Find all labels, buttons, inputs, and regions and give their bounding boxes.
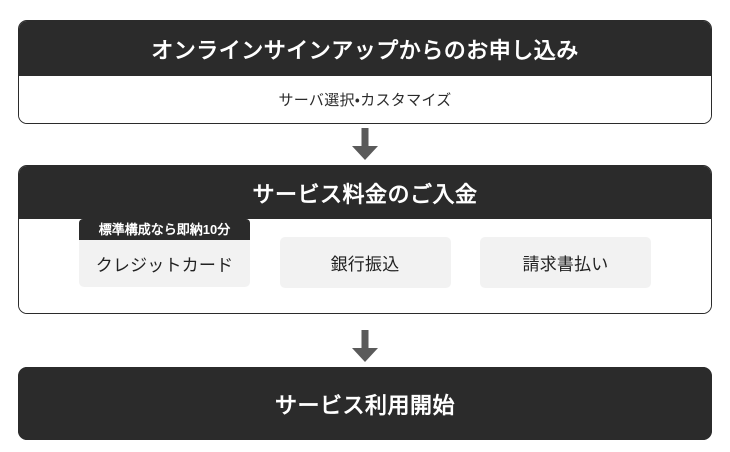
connector-arrow-payment-to-start bbox=[0, 330, 730, 364]
payment-option-label: クレジットカード bbox=[79, 240, 250, 287]
step-signup-title: オンラインサインアップからのお申し込み bbox=[19, 21, 711, 76]
step-signup-body: サーバ選択・カスタマイズ bbox=[19, 76, 711, 123]
arrow-down-icon bbox=[352, 128, 378, 160]
connector-arrow-signup-to-payment bbox=[0, 128, 730, 162]
step-payment-body: 標準構成なら即納10分 クレジットカード 銀行振込 請求書払い bbox=[19, 219, 711, 313]
arrow-down-icon bbox=[352, 330, 378, 362]
step-card-start: サービス利用開始 bbox=[18, 367, 712, 440]
payment-option-invoice[interactable]: 請求書払い bbox=[480, 219, 651, 288]
step-card-payment: サービス料金のご入金 標準構成なら即納10分 クレジットカード 銀行振込 請求書… bbox=[18, 165, 712, 314]
step-start-title: サービス利用開始 bbox=[18, 367, 712, 440]
payment-options-row: 標準構成なら即納10分 クレジットカード 銀行振込 請求書払い bbox=[19, 219, 711, 288]
step-card-signup: オンラインサインアップからのお申し込み サーバ選択・カスタマイズ bbox=[18, 20, 712, 124]
step-payment-title: サービス料金のご入金 bbox=[19, 166, 711, 219]
payment-option-credit-card[interactable]: 標準構成なら即納10分 クレジットカード bbox=[79, 219, 250, 287]
payment-option-label: 請求書払い bbox=[480, 237, 651, 288]
step-signup-subtitle: サーバ選択・カスタマイズ bbox=[278, 92, 452, 109]
payment-option-badge: 標準構成なら即納10分 bbox=[79, 219, 250, 240]
payment-option-bank-transfer[interactable]: 銀行振込 bbox=[279, 219, 451, 288]
payment-option-label: 銀行振込 bbox=[279, 237, 451, 288]
